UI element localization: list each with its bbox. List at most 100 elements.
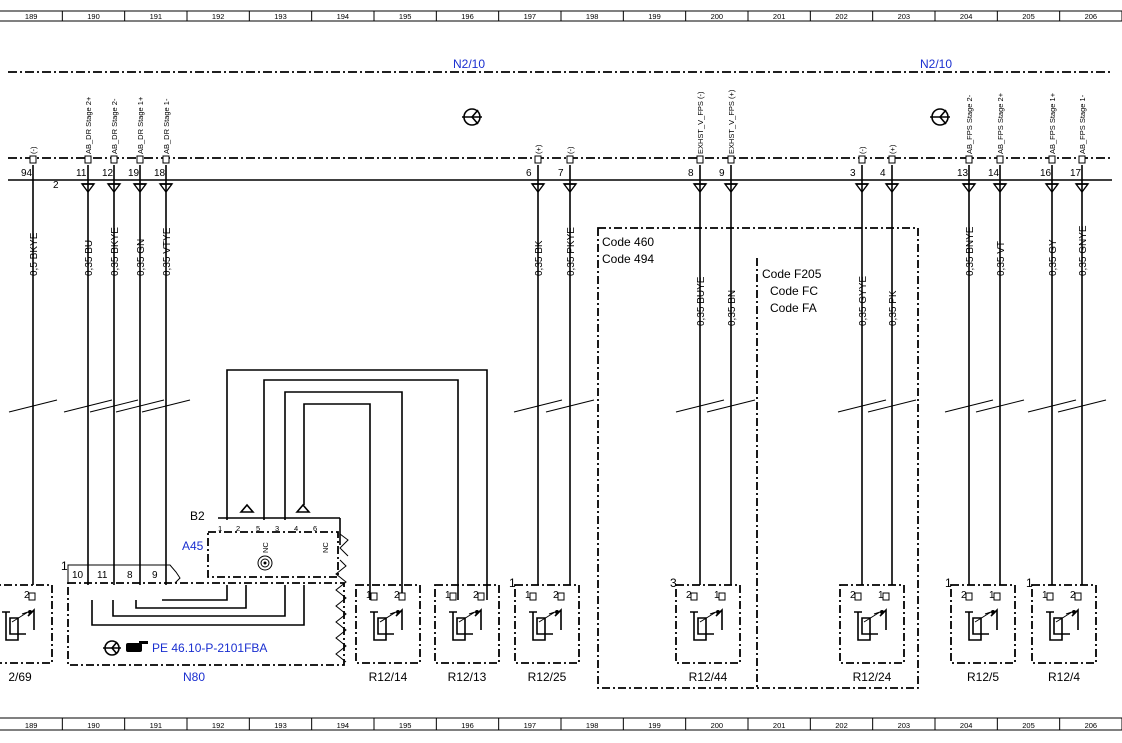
resistor-2-69: 22/69 xyxy=(0,584,53,684)
internal-wiring xyxy=(91,369,488,626)
code-fc: Code FC xyxy=(770,284,818,298)
wire-color-label: 0,35 GYYE xyxy=(858,276,869,326)
n80-pin: 9 xyxy=(152,570,158,581)
grid-column-label: 202 xyxy=(835,721,848,730)
resistor-pin: 2 xyxy=(394,590,400,601)
pin-number: 4 xyxy=(880,168,886,179)
grid-column-label: 193 xyxy=(274,721,287,730)
pin-column: (-)30,35 GYYE xyxy=(837,146,887,585)
grid-column-label: 203 xyxy=(898,12,911,21)
resistor-pin: 2 xyxy=(961,590,967,601)
resistor-label: R12/4 xyxy=(1048,670,1080,684)
pin-column: (-)940,5 BKYE xyxy=(8,146,58,585)
pin-column: AB_DR Stage 2+110,35 BU xyxy=(63,96,113,585)
resistor-pin: 2 xyxy=(686,590,692,601)
reference-link[interactable]: PE 46.10-P-2101FBA xyxy=(152,641,267,655)
ground-symbol-icon xyxy=(462,108,482,126)
pin-signal-label: (-) xyxy=(566,146,575,154)
component-n80: 1 10 11 8 9 PE 46.10-P-2101FBA N80 xyxy=(61,533,349,684)
pin-signal-label: (-) xyxy=(858,146,867,154)
pin-number: 16 xyxy=(1040,168,1052,179)
code-fa: Code FA xyxy=(770,301,817,315)
grid-column-label: 196 xyxy=(461,721,474,730)
pin-number: 9 xyxy=(719,168,725,179)
pin-signal-label: EXHST_V_FPS (+) xyxy=(727,89,736,154)
grid-column-label: 192 xyxy=(212,12,225,21)
pin-number: 13 xyxy=(957,168,969,179)
grid-column-label: 201 xyxy=(773,12,786,21)
resistor-pin: 1 xyxy=(366,590,372,601)
code-494: Code 494 xyxy=(602,252,654,266)
a45-pin: 2 xyxy=(236,524,240,533)
connector-strip: 2 xyxy=(8,157,1112,191)
pin-number: 14 xyxy=(988,168,1000,179)
wire-color-label: 0,35 BU xyxy=(84,240,95,276)
pin-number: 11 xyxy=(76,168,87,179)
pin-signal-label: AB_FPS Stage 1+ xyxy=(1048,92,1057,154)
grid-column-label: 200 xyxy=(711,12,724,21)
component-a45: B2 A45 1 2 5 3 4 6 NC NC xyxy=(182,503,341,578)
grid-column-label: 200 xyxy=(711,721,724,730)
wire-color-label: 0,35 BKYE xyxy=(110,227,121,276)
grid-column-label: 204 xyxy=(960,12,973,21)
resistor-pin: 1 xyxy=(989,590,995,601)
position-mark: 3 xyxy=(670,576,677,590)
wire-color-label: 0,35 GY xyxy=(1048,239,1059,276)
grid-column-label: 198 xyxy=(586,721,599,730)
grid-column-label: 195 xyxy=(399,721,412,730)
resistor-label: R12/5 xyxy=(967,670,999,684)
pin-column: EXHST_V_FPS (+) 9 0,35 BN xyxy=(706,89,756,585)
wire-color-label: 0,35 BNYE xyxy=(965,226,976,276)
code-box-460: Code 460 Code 494 Code F205 Code FC Code… xyxy=(597,227,919,689)
pin-column: AB_FPS Stage 1+ 16 0,35 GY xyxy=(1027,92,1077,585)
ground-symbol-icon xyxy=(930,108,950,126)
pin-signal-label: EXHST_V_FPS (-) xyxy=(696,91,705,154)
pin-column: AB_FPS Stage 2+140,35 VT xyxy=(975,92,1025,585)
grid-column-label: 194 xyxy=(337,721,350,730)
position-mark: 1 xyxy=(1026,576,1033,590)
wire-color-label: 0,5 BKYE xyxy=(29,232,40,276)
resistor-pin: 2 xyxy=(850,590,856,601)
pin-signal-label: (+) xyxy=(888,144,897,154)
code-460: Code 460 xyxy=(602,235,654,249)
grid-column-label: 191 xyxy=(150,12,163,21)
grid-column-label: 193 xyxy=(274,12,287,21)
grid-column-label: 198 xyxy=(586,12,599,21)
grid-column-label: 194 xyxy=(337,12,350,21)
nc-label: NC xyxy=(261,542,270,553)
wire-color-label: 0,35 GN xyxy=(136,239,147,276)
pin-column: EXHST_V_FPS (-)80,35 BUYE xyxy=(675,91,725,585)
resistor-pin: 2 xyxy=(473,590,479,601)
pin-number: 6 xyxy=(526,168,532,179)
grid-column-label: 191 xyxy=(150,721,163,730)
pin-signal-label: AB_FPS Stage 2+ xyxy=(996,92,1005,154)
label-a45: A45 xyxy=(182,539,204,553)
resistor-pin: 1 xyxy=(1042,590,1048,601)
resistor-label: 2/69 xyxy=(8,670,32,684)
grid-column-label: 204 xyxy=(960,721,973,730)
grid-column-label: 192 xyxy=(212,721,225,730)
grid-column-label: 190 xyxy=(87,12,100,21)
grid-column-label: 189 xyxy=(25,12,38,21)
spiral-icon xyxy=(257,555,273,571)
wire-color-label: 0,35 BN xyxy=(727,290,738,326)
module-n2-10: N2/10 N2/10 xyxy=(8,57,1112,73)
grid-column-label: 206 xyxy=(1085,12,1098,21)
n80-pin: 11 xyxy=(97,570,108,581)
pin-column: AB_DR Stage 2-120,35 BKYE xyxy=(89,98,139,585)
n80-pin1: 1 xyxy=(61,559,68,573)
nc-label: NC xyxy=(321,542,330,553)
position-mark: 1 xyxy=(945,576,952,590)
grid-column-label: 206 xyxy=(1085,721,1098,730)
pin-number: 94 xyxy=(21,168,33,179)
grid-column-label: 197 xyxy=(524,721,537,730)
pin-column: (+)60,35 BK xyxy=(513,144,563,585)
wire-color-label: 0,35 PK xyxy=(888,290,899,326)
